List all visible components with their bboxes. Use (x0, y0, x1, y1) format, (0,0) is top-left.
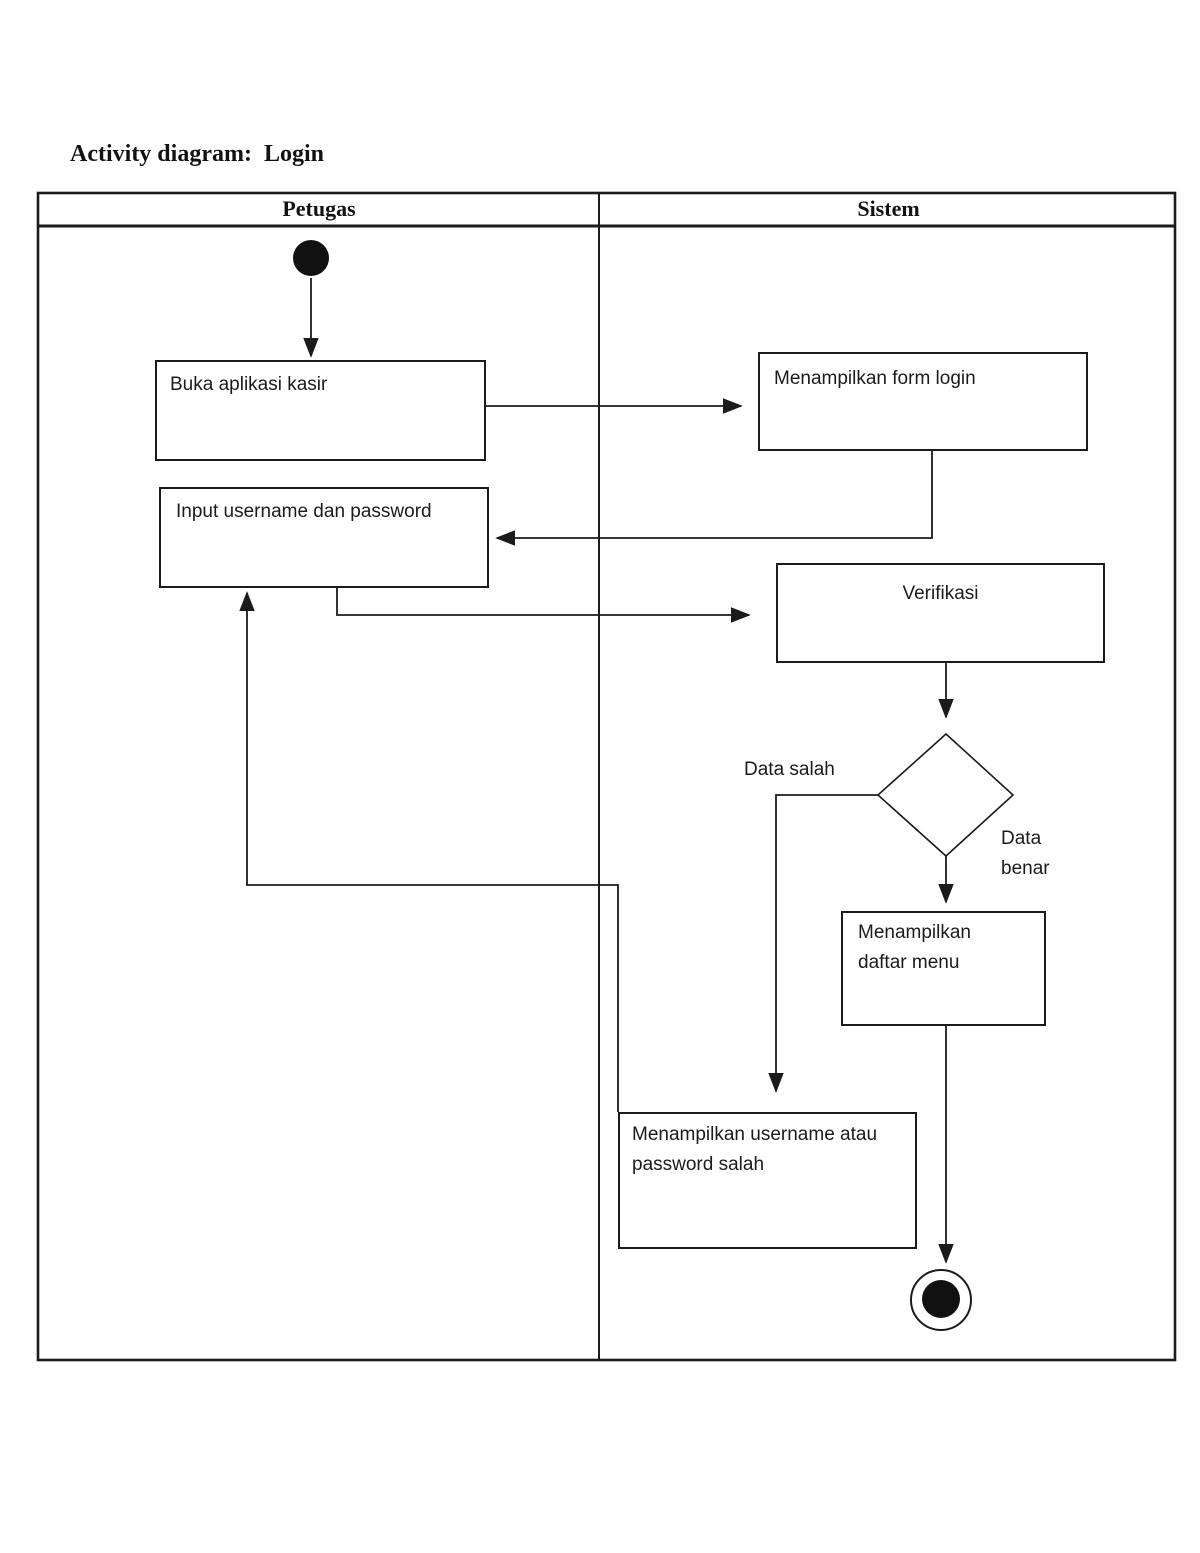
end-node-icon (922, 1280, 960, 1318)
activity-label: Menampilkan daftar menu (858, 922, 971, 973)
edge-label-data-salah: Data salah (744, 759, 835, 780)
edge-input-to-verifikasi (336, 588, 749, 615)
edge-error-return-to-input (247, 593, 619, 1112)
activity-input-username-password: Input username dan password (159, 487, 489, 588)
activity-menampilkan-error: Menampilkan username atau password salah (618, 1112, 917, 1249)
start-node-icon (293, 240, 329, 276)
activity-label: Verifikasi (902, 583, 979, 604)
activity-verifikasi: Verifikasi (776, 563, 1105, 663)
activity-label: Menampilkan form login (774, 368, 976, 389)
swimlane-frame (36, 191, 1177, 1362)
edge-formlogin-to-input (497, 451, 933, 538)
edge-decision-to-error (776, 794, 878, 1091)
activity-menampilkan-form-login: Menampilkan form login (758, 352, 1088, 451)
page-title: Activity diagram: Login (70, 141, 324, 167)
decision-diamond (876, 732, 1015, 858)
activity-label: Menampilkan username atau password salah (632, 1124, 878, 1175)
activity-label: Buka aplikasi kasir (170, 374, 328, 395)
swimlane-header-petugas: Petugas (282, 196, 356, 221)
swimlane-header-sistem: Sistem (857, 196, 920, 221)
activity-buka-aplikasi-kasir: Buka aplikasi kasir (155, 360, 486, 461)
activity-menampilkan-daftar-menu: Menampilkan daftar menu (841, 911, 1046, 1026)
activity-label: Input username dan password (176, 501, 432, 522)
edge-label-data-benar: Data benar (1001, 828, 1050, 879)
